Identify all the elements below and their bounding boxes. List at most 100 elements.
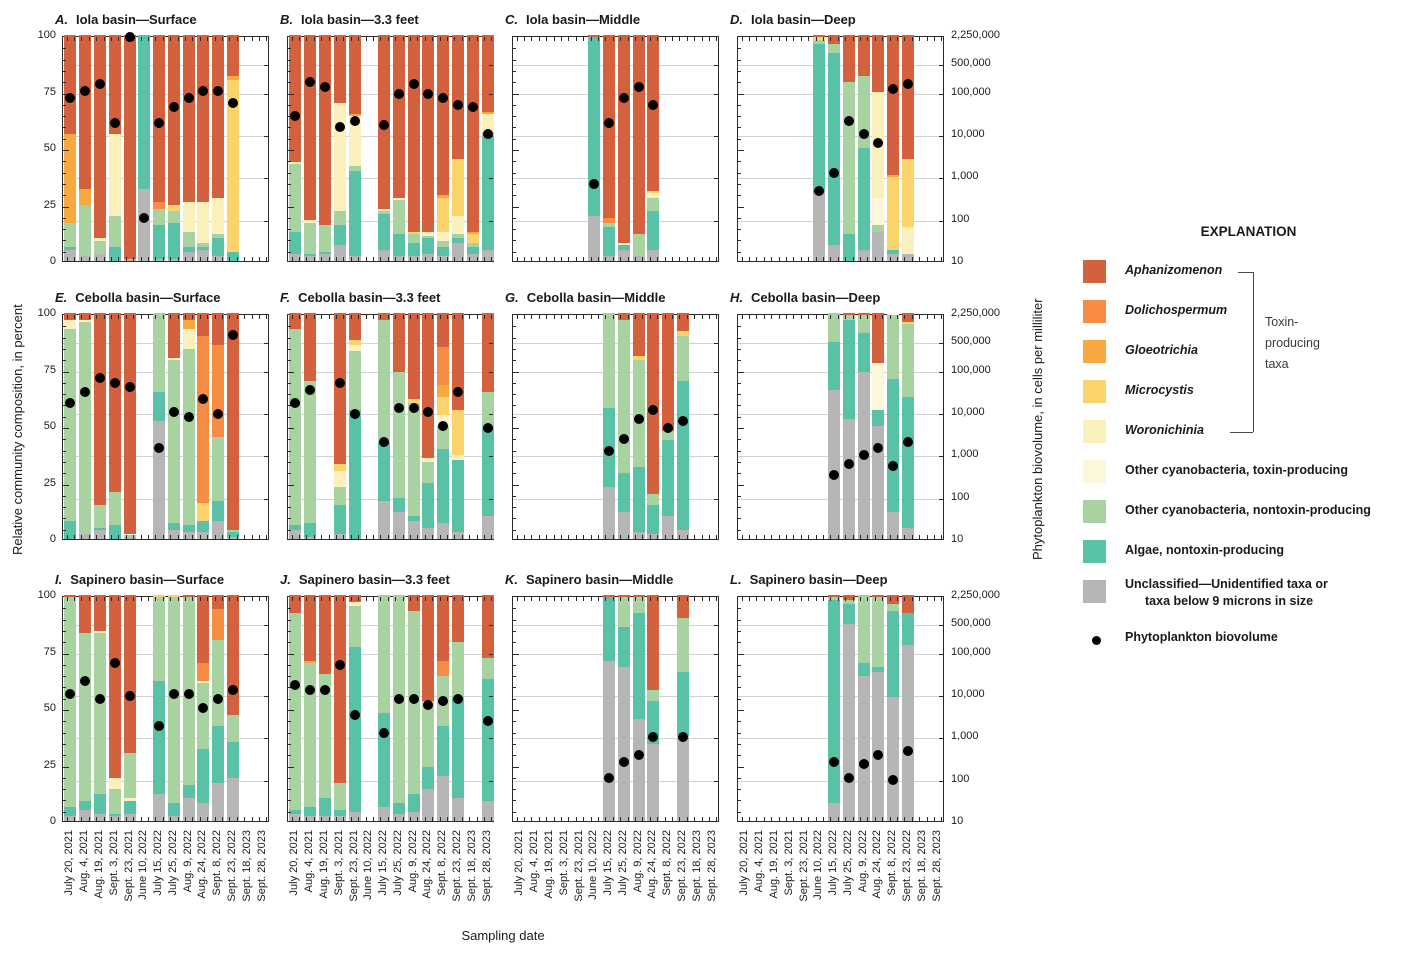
x-tick	[88, 37, 90, 41]
x-tick	[546, 817, 548, 821]
y-tick	[738, 461, 741, 463]
biovolume-tick	[714, 342, 718, 344]
x-tick	[439, 37, 441, 41]
y-tick	[513, 172, 516, 174]
biovolume-tick	[714, 738, 718, 740]
biovolume-tick	[939, 414, 943, 416]
x-tick	[889, 535, 891, 539]
biovolume-dot	[843, 459, 854, 470]
segment-unclassified	[79, 809, 92, 821]
x-tick	[708, 37, 710, 41]
x-tick	[919, 315, 921, 319]
y-tick	[288, 664, 291, 666]
x-tick	[771, 817, 773, 821]
y-tick	[738, 394, 741, 396]
x-tick	[546, 597, 548, 601]
biovolume-dot	[168, 102, 179, 113]
biovolume-tick	[939, 624, 943, 626]
y-tick	[63, 195, 66, 197]
x-tick	[605, 257, 607, 261]
y-tick	[288, 48, 291, 50]
x-tick	[756, 817, 758, 821]
segment-unclassified	[108, 816, 121, 821]
segment-aphanizomenon	[677, 595, 690, 618]
x-tick	[896, 315, 898, 319]
segment-algae	[304, 807, 317, 817]
x-tick	[531, 315, 533, 319]
x-tick	[229, 257, 231, 261]
x-tick	[627, 535, 629, 539]
x-tick	[192, 597, 194, 601]
gridline	[63, 65, 268, 66]
x-tick	[162, 37, 164, 41]
x-tick	[694, 817, 696, 821]
segment-woronichinia	[182, 328, 195, 350]
segment-other-cyano-nontoxin	[93, 633, 106, 794]
x-tick	[229, 817, 231, 821]
biovolume-tick	[489, 696, 493, 698]
y-tick	[513, 800, 516, 802]
segment-other-cyano-nontoxin	[333, 211, 346, 225]
y-tick	[288, 161, 291, 163]
y-tick	[288, 229, 291, 231]
segment-algae	[887, 249, 900, 255]
x-tick	[328, 817, 330, 821]
x-tick	[671, 315, 673, 319]
segment-unclassified	[197, 532, 210, 539]
x-tick	[919, 597, 921, 601]
x-tick	[561, 535, 563, 539]
x-tick	[867, 817, 869, 821]
x-tick-label: June 10, 2022	[812, 830, 825, 900]
y-tick	[513, 326, 516, 328]
segment-aphanizomenon	[318, 595, 331, 675]
segment-unclassified	[197, 802, 210, 821]
x-tick	[561, 597, 563, 601]
y-tick	[513, 450, 516, 452]
x-tick	[620, 37, 622, 41]
segment-aphanizomenon	[588, 35, 601, 38]
x-tick	[236, 315, 238, 319]
segment-other-cyano-nontoxin	[64, 328, 77, 521]
segment-aphanizomenon	[422, 595, 435, 702]
biovolume-dot	[438, 695, 449, 706]
y-tick	[738, 70, 741, 72]
segment-woronichinia	[123, 798, 136, 801]
y-tick	[513, 104, 516, 106]
y-tick	[738, 642, 741, 644]
x-tick	[845, 315, 847, 319]
biovolume-tick-label: 100	[951, 212, 970, 225]
y-tick	[738, 439, 741, 441]
segment-woronichinia	[197, 680, 210, 684]
x-tick	[483, 315, 485, 319]
x-tick	[749, 535, 751, 539]
x-tick	[568, 535, 570, 539]
y-tick	[63, 811, 66, 813]
x-tick	[358, 817, 360, 821]
biovolume-tick	[489, 64, 493, 66]
biovolume-tick	[264, 624, 268, 626]
biovolume-dot	[858, 759, 869, 770]
segment-unclassified	[481, 516, 494, 539]
percent-tick-label: 0	[49, 815, 56, 827]
segment-other-cyano-nontoxin	[677, 617, 690, 672]
x-tick	[664, 257, 666, 261]
x-tick	[889, 315, 891, 319]
x-tick	[538, 37, 540, 41]
x-tick	[214, 535, 216, 539]
x-tick	[612, 315, 614, 319]
y-tick	[738, 138, 741, 140]
y-tick	[63, 698, 66, 700]
segment-woronichinia	[437, 231, 450, 241]
segment-gloeotrichia	[227, 75, 240, 81]
biovolume-dot	[648, 404, 659, 415]
segment-aphanizomenon	[902, 35, 915, 160]
segment-other-cyano-toxin	[872, 197, 885, 225]
biovolume-dot	[903, 79, 914, 90]
y-tick	[63, 116, 66, 118]
x-tick-label: Sept. 18, 2023	[915, 830, 928, 902]
gridline	[738, 625, 943, 626]
segment-aphanizomenon	[422, 35, 435, 232]
x-tick	[446, 597, 448, 601]
y-tick	[738, 743, 741, 745]
x-tick	[313, 37, 315, 41]
